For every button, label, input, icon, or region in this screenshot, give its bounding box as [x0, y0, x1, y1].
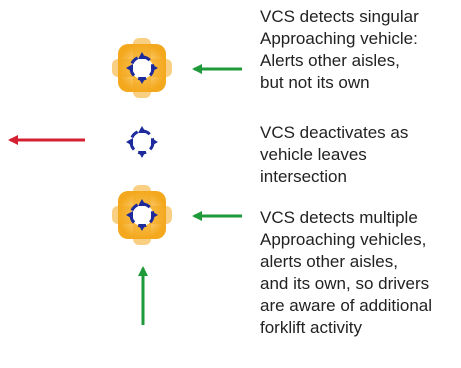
sensor-active-icon	[112, 38, 172, 98]
caption-deactivate: VCS deactivates as vehicle leaves inters…	[260, 123, 409, 186]
caption-multiple-vehicles: VCS detects multiple Approaching vehicle…	[260, 208, 433, 337]
sensor-active-icon	[112, 185, 172, 245]
sensor-inactive-icon	[124, 124, 160, 160]
caption-single-vehicle: VCS detects singular Approaching vehicle…	[260, 7, 419, 92]
